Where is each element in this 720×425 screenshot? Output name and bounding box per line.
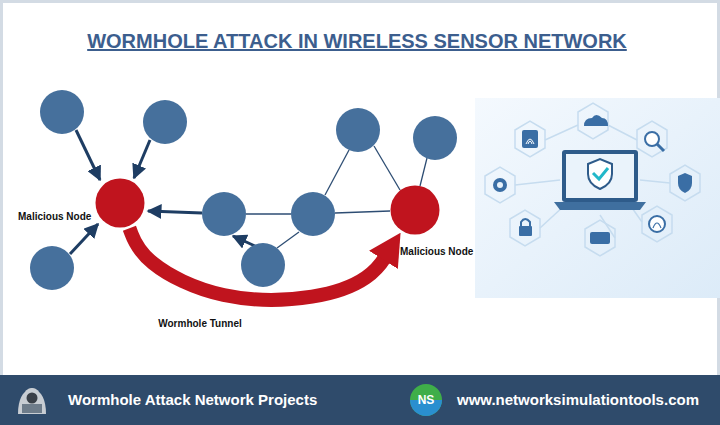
node-label: Malicious Node bbox=[400, 246, 473, 258]
website-url: www.networksimulationtools.com bbox=[457, 391, 699, 408]
node-circle bbox=[95, 178, 145, 228]
sensor-arrows bbox=[70, 130, 255, 254]
malicious-node: Malicious Node bbox=[390, 185, 440, 235]
logo-text: NS bbox=[418, 393, 435, 407]
node-label: Malicious Node bbox=[18, 211, 91, 223]
footer-bar bbox=[0, 375, 720, 425]
wormhole-tunnel-arrow bbox=[129, 228, 387, 299]
malicious-node: Malicious Node bbox=[95, 178, 145, 228]
node-circle bbox=[390, 185, 440, 235]
node-circle-shape bbox=[391, 186, 440, 235]
footer-title: Wormhole Attack Network Projects bbox=[68, 391, 317, 408]
sensor-nodes bbox=[30, 90, 457, 290]
node-circle-shape bbox=[96, 179, 145, 228]
edge-label: Wormhole Tunnel bbox=[156, 318, 244, 329]
ns-logo bbox=[410, 384, 442, 416]
hacker-icon bbox=[18, 388, 46, 414]
security-illustration bbox=[475, 98, 720, 298]
diagram-title: WORMHOLE ATTACK IN WIRELESS SENSOR NETWO… bbox=[87, 30, 627, 53]
